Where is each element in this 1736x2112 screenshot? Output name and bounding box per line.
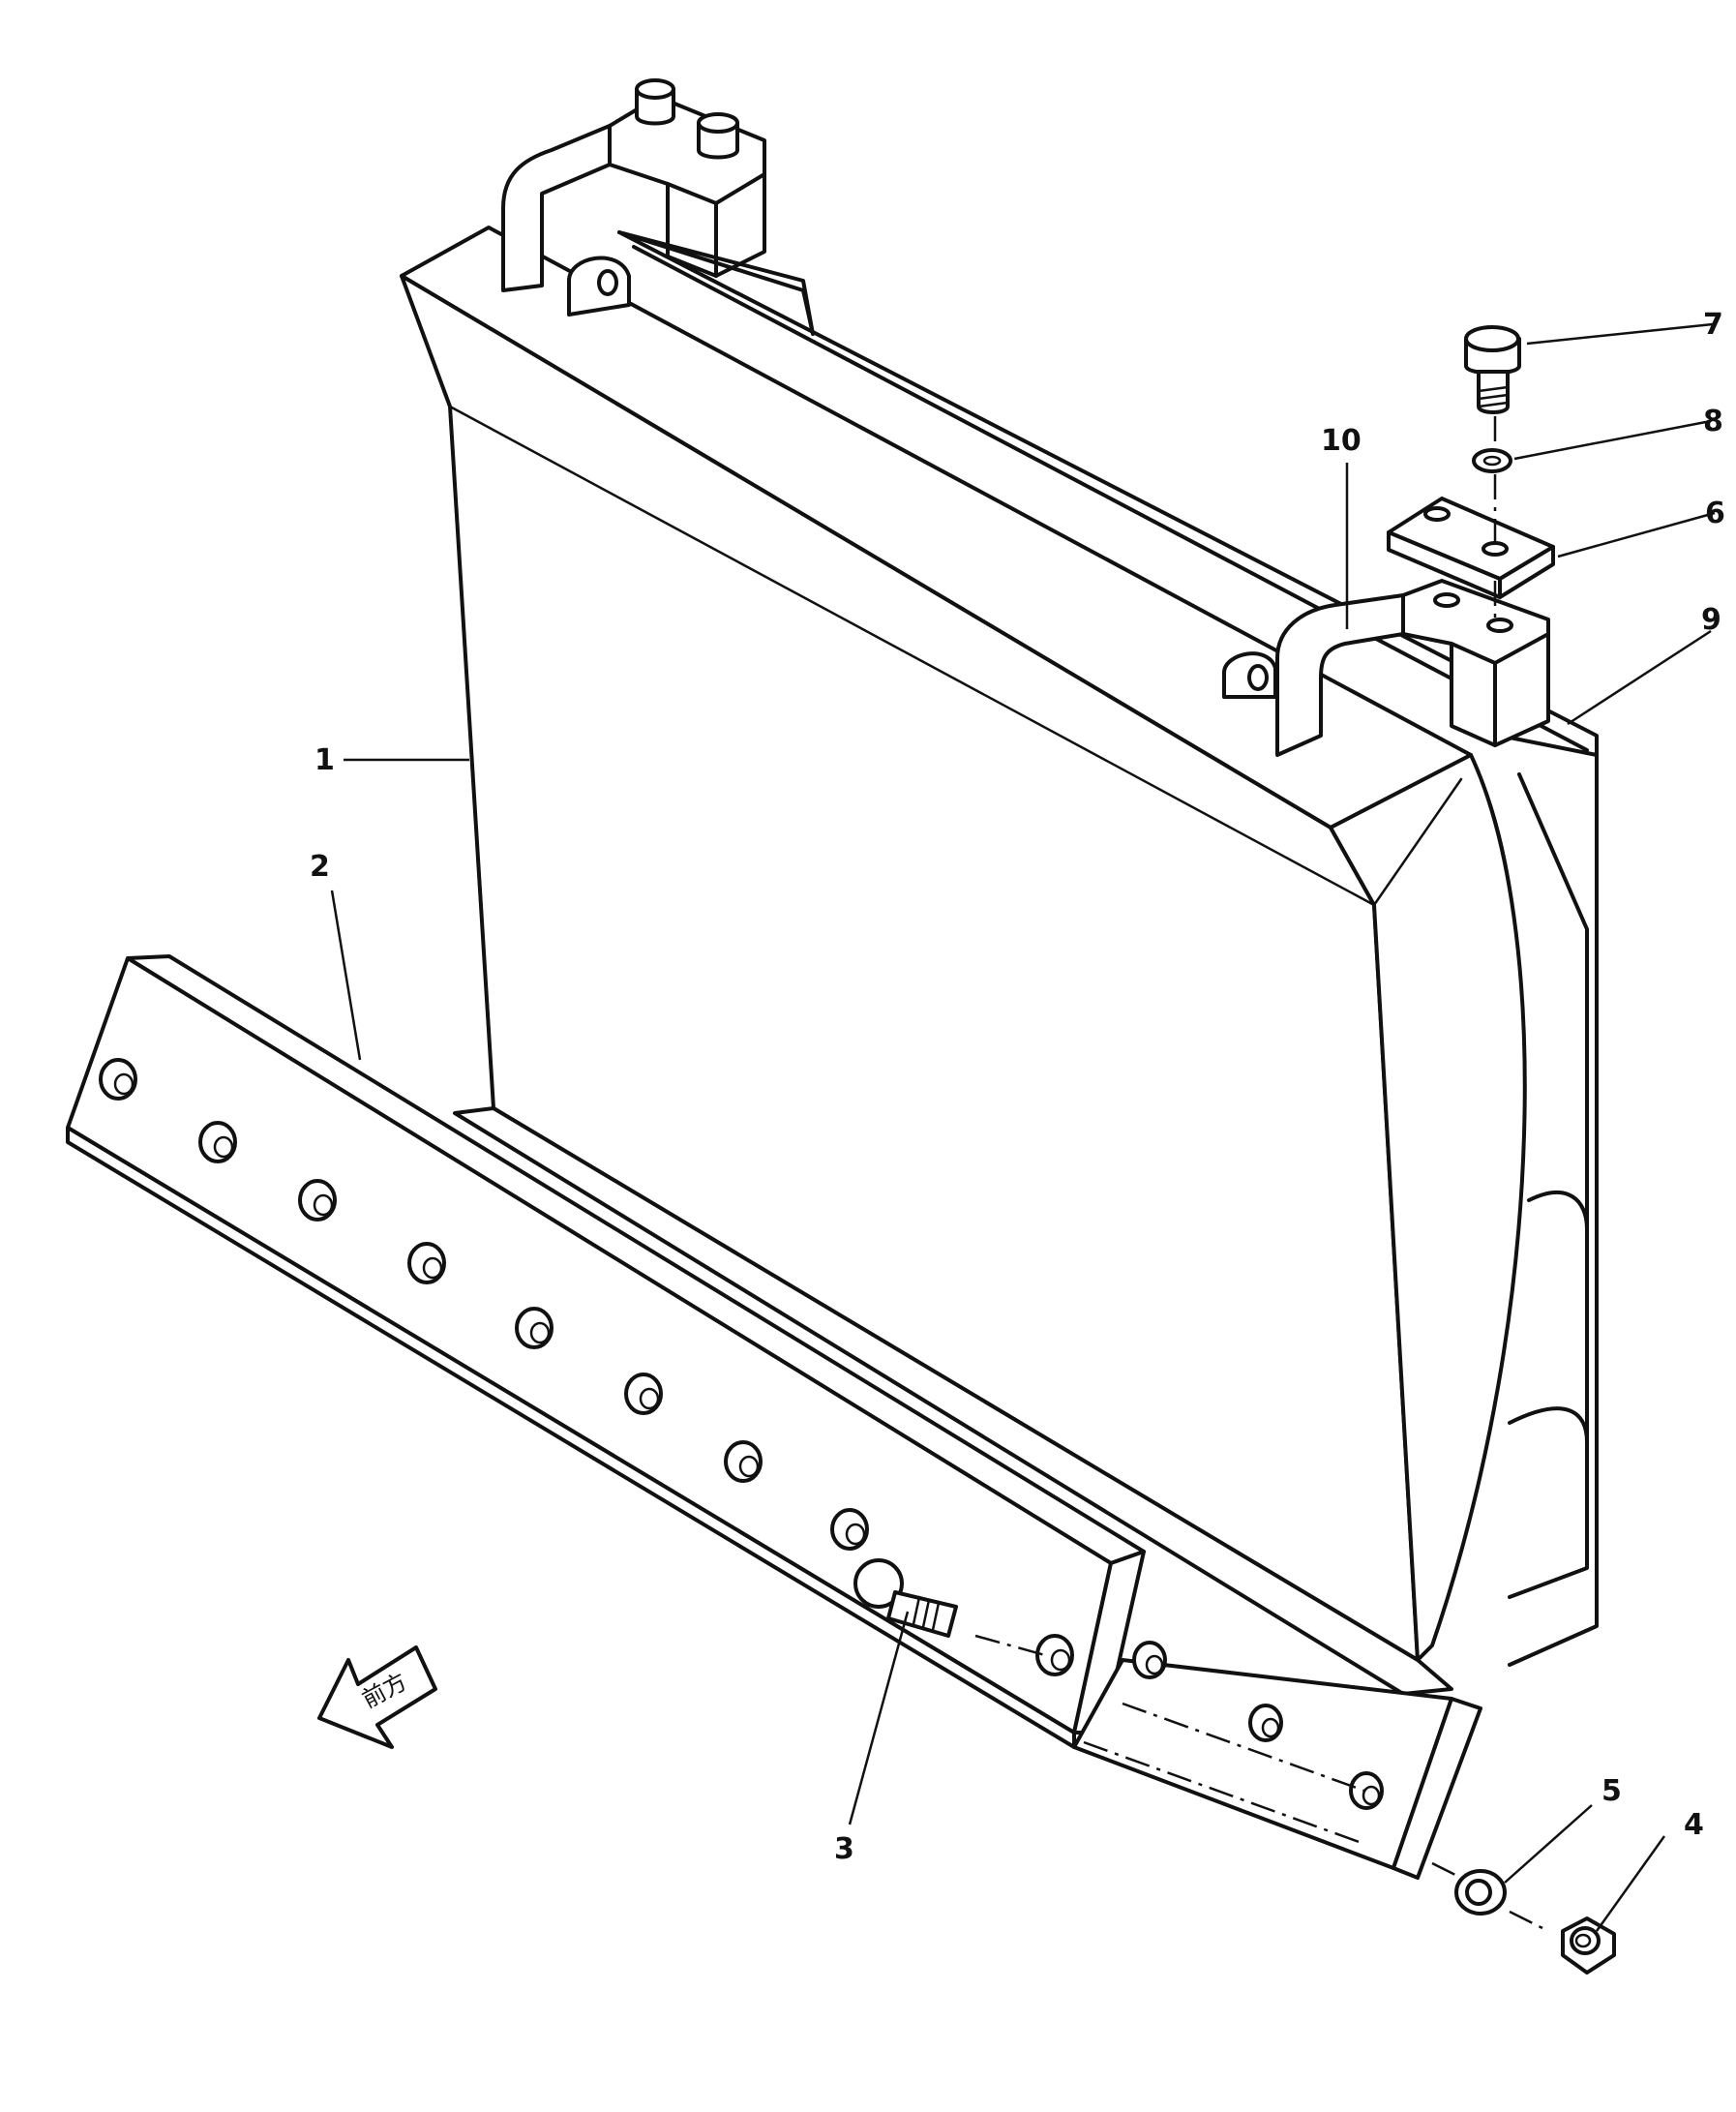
lock-washer-part-8	[1472, 448, 1512, 473]
callout-6: 6	[1705, 497, 1725, 530]
assembly-line-3	[1083, 1740, 1365, 1846]
callout-10: 10	[1321, 424, 1362, 458]
bolt-holes-part-2	[99, 1058, 1074, 1676]
washer-part-5	[1454, 1869, 1507, 1916]
top-bracket-right	[1222, 579, 1550, 757]
dozer-blade	[400, 226, 1599, 1696]
assembly-line-2	[1122, 1702, 1365, 1793]
callout-2: 2	[310, 850, 330, 884]
callout-7: 7	[1703, 308, 1723, 342]
direction-arrow: 前方	[317, 1645, 437, 1749]
callout-1: 1	[314, 743, 335, 777]
callout-9: 9	[1701, 603, 1721, 637]
plow-bolt-part-3	[853, 1558, 958, 1638]
cutting-edge-right	[1072, 1641, 1482, 1880]
assembly-line-1	[974, 1634, 1046, 1657]
nut-part-4	[1561, 1916, 1616, 1975]
callout-8: 8	[1703, 405, 1723, 438]
bolt-part-7	[1464, 325, 1521, 414]
callout-4: 4	[1684, 1808, 1704, 1842]
callout-5: 5	[1601, 1774, 1622, 1808]
callout-3: 3	[834, 1832, 854, 1866]
callouts: 1 2 3 4 5 6 7 8 9 10	[310, 308, 1725, 1866]
leader-lines	[330, 322, 1716, 1932]
assembly-line-4	[1431, 1861, 1549, 1933]
plate-part-6	[1387, 497, 1555, 599]
top-bracket-left	[501, 78, 815, 336]
